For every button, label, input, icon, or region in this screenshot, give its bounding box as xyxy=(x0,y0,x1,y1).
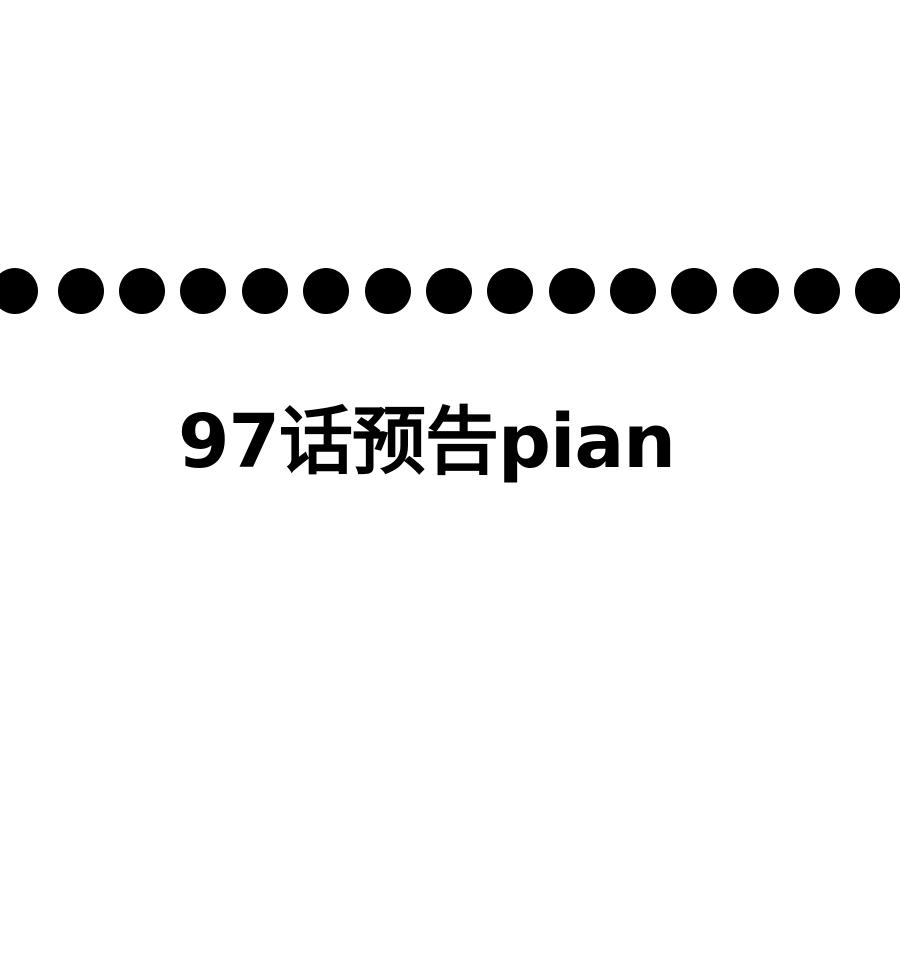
dot xyxy=(855,268,900,314)
dot xyxy=(242,268,288,314)
dot xyxy=(487,268,533,314)
dot xyxy=(180,268,226,314)
dot xyxy=(119,268,165,314)
dot xyxy=(0,268,38,314)
dot xyxy=(610,268,656,314)
dot-divider xyxy=(0,268,900,314)
dot xyxy=(794,268,840,314)
dot xyxy=(426,268,472,314)
dot xyxy=(303,268,349,314)
dot xyxy=(549,268,595,314)
dot xyxy=(671,268,717,314)
dot xyxy=(58,268,104,314)
dot xyxy=(733,268,779,314)
dot xyxy=(365,268,411,314)
page-title: 97话预告pian xyxy=(178,399,676,485)
